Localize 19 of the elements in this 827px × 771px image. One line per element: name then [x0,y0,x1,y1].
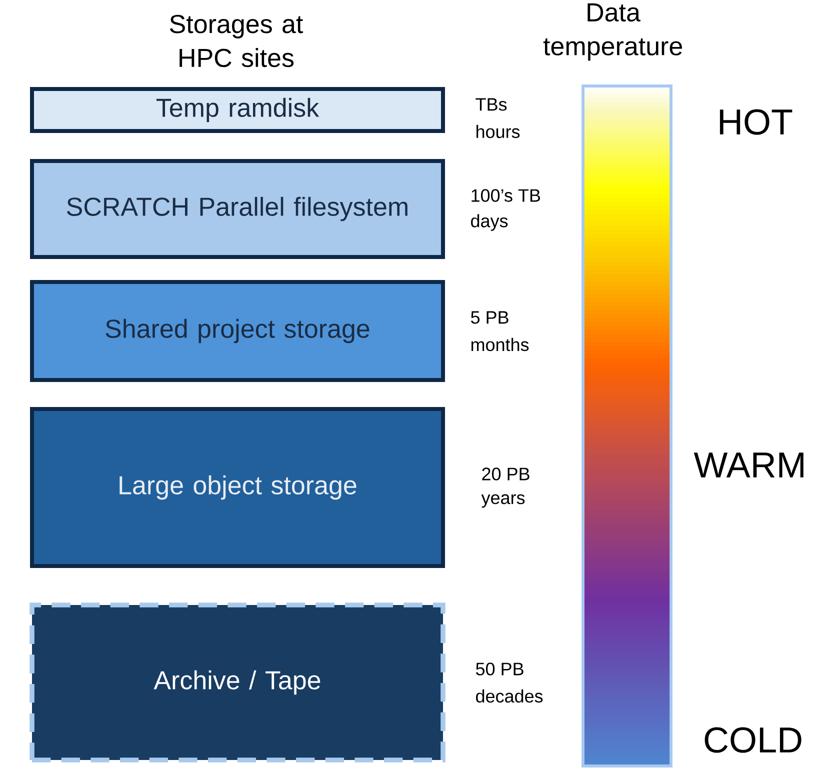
storage-box: Temp ramdisk [30,87,445,133]
storage-box: Archive / Tape [30,602,446,762]
capacity-label: decades [476,689,543,703]
capacity-label: 100’s TB [472,189,540,202]
temperature-label: WARM [694,452,804,478]
capacity-label: 20 PB [482,468,530,480]
capacity-label: 5 PB [470,311,508,324]
capacity-label: years [481,494,525,508]
storage-box: SCRATCH Parallel filesystem [30,159,445,259]
temperature-label: HOT [720,109,792,135]
storage-box: Large object storage [30,407,445,568]
storage-box: Shared project storage [30,280,445,382]
capacity-label: 50 PB [476,662,524,676]
capacity-label: days [471,214,508,231]
capacity-label: hours [476,124,520,138]
heading: Data temperature [543,3,682,61]
temperature-label: COLD [704,727,802,753]
capacity-label: months [471,338,529,352]
capacity-label: TBs [476,98,507,111]
